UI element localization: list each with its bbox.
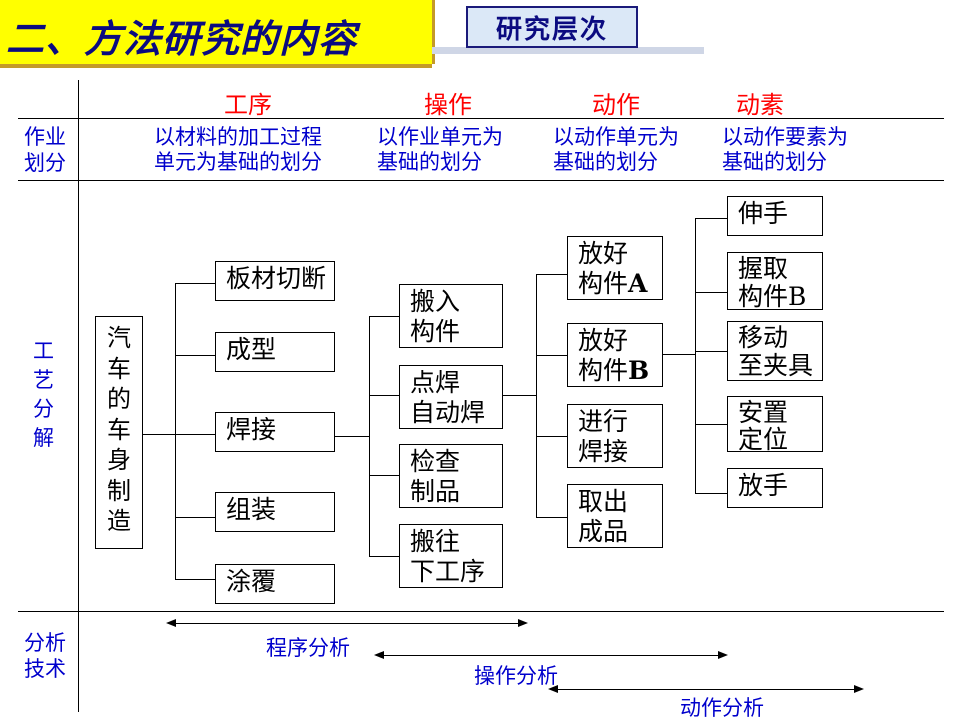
connector — [695, 424, 727, 425]
arrowhead-left — [166, 619, 176, 627]
grid-line-2 — [18, 180, 944, 181]
connector — [175, 283, 176, 579]
therblig-box: 伸手 — [727, 196, 823, 236]
header-gray-bar — [432, 47, 704, 54]
car-body-manufacturing-box: 汽 车 的 车 身 制 造 — [95, 316, 143, 549]
connector — [175, 434, 215, 435]
connector — [369, 556, 399, 557]
connector — [695, 218, 727, 219]
process-box: 涂覆 — [215, 564, 335, 604]
division-operation: 以作业单元为 基础的划分 — [377, 125, 503, 174]
column-header-process: 工序 — [224, 91, 272, 119]
arrowhead-left — [374, 651, 384, 659]
motion-suffix: B — [628, 356, 650, 385]
connector — [369, 395, 399, 396]
motion-box: 放好 构件A — [567, 236, 663, 300]
connector — [175, 355, 215, 356]
connector — [175, 517, 215, 518]
label-column-divider — [78, 80, 79, 712]
process-box: 焊接 — [215, 412, 335, 452]
motion-box: 放好 构件B — [567, 323, 663, 387]
motion-text: 放好 构件 — [578, 239, 629, 298]
process-box: 成型 — [215, 332, 335, 372]
motion-text: 放好 构件 — [578, 326, 629, 385]
row-label-division: 作业 划分 — [24, 125, 66, 175]
therblig-box: 移动 至夹具 — [727, 321, 823, 381]
motion-box: 进行 焊接 — [567, 404, 663, 468]
connector — [695, 351, 727, 352]
division-process: 以材料的加工过程 单元为基础的划分 — [154, 125, 322, 174]
arrowhead-left — [548, 685, 558, 693]
grid-line-3 — [18, 611, 944, 612]
operation-box: 搬往 下工序 — [399, 524, 503, 588]
row-label-analysis: 分析 技术 — [24, 631, 66, 681]
operation-box: 点焊 自动焊 — [399, 365, 503, 429]
motion-box: 取出 成品 — [567, 484, 663, 548]
therblig-box: 放手 — [727, 468, 823, 508]
therblig-box: 安置 定位 — [727, 396, 823, 453]
process-box: 板材切断 — [215, 261, 335, 301]
connector — [695, 493, 727, 494]
connector — [503, 395, 536, 396]
connector — [369, 316, 370, 556]
column-header-operation: 操作 — [424, 91, 472, 119]
motion-suffix: A — [628, 269, 648, 298]
title-underline — [0, 64, 432, 68]
connector — [695, 292, 727, 293]
column-header-motion: 动作 — [592, 91, 640, 119]
arrowhead-right — [854, 685, 864, 693]
arrow-line — [380, 655, 724, 656]
connector — [695, 218, 696, 493]
title-banner — [0, 0, 435, 64]
arrowhead-right — [718, 651, 728, 659]
connector — [536, 517, 567, 518]
connector — [369, 475, 399, 476]
connector — [335, 436, 369, 437]
row-label-breakdown: 工 艺 分 解 — [33, 339, 54, 450]
operation-analysis-label: 操作分析 — [474, 664, 558, 688]
connector — [536, 274, 567, 275]
connector — [175, 283, 215, 284]
division-motion: 以动作单元为 基础的划分 — [553, 125, 679, 174]
program-analysis-label: 程序分析 — [266, 636, 350, 660]
operation-box: 搬入 构件 — [399, 284, 503, 348]
connector — [536, 274, 537, 517]
column-header-therblig: 动素 — [736, 91, 784, 119]
page-title: 二、方法研究的内容 — [6, 17, 358, 61]
research-level-tag: 研究层次 — [466, 6, 638, 48]
therblig-box: 握取 构件B — [727, 252, 823, 311]
motion-text: 进行 焊接 — [578, 407, 629, 466]
connector — [536, 436, 567, 437]
process-box: 组装 — [215, 492, 335, 532]
connector — [663, 354, 695, 355]
motion-analysis-label: 动作分析 — [680, 696, 764, 720]
connector — [536, 355, 567, 356]
arrow-line — [172, 623, 524, 624]
motion-text: 取出 成品 — [578, 487, 629, 546]
connector — [175, 579, 215, 580]
therblig-text: 握取 构件B — [738, 254, 807, 311]
connector — [143, 434, 175, 435]
division-therblig: 以动作要素为 基础的划分 — [722, 125, 848, 174]
operation-box: 检查 制品 — [399, 444, 503, 508]
arrowhead-right — [518, 619, 528, 627]
grid-line-1 — [18, 118, 944, 119]
arrow-line — [554, 689, 860, 690]
connector — [369, 316, 399, 317]
